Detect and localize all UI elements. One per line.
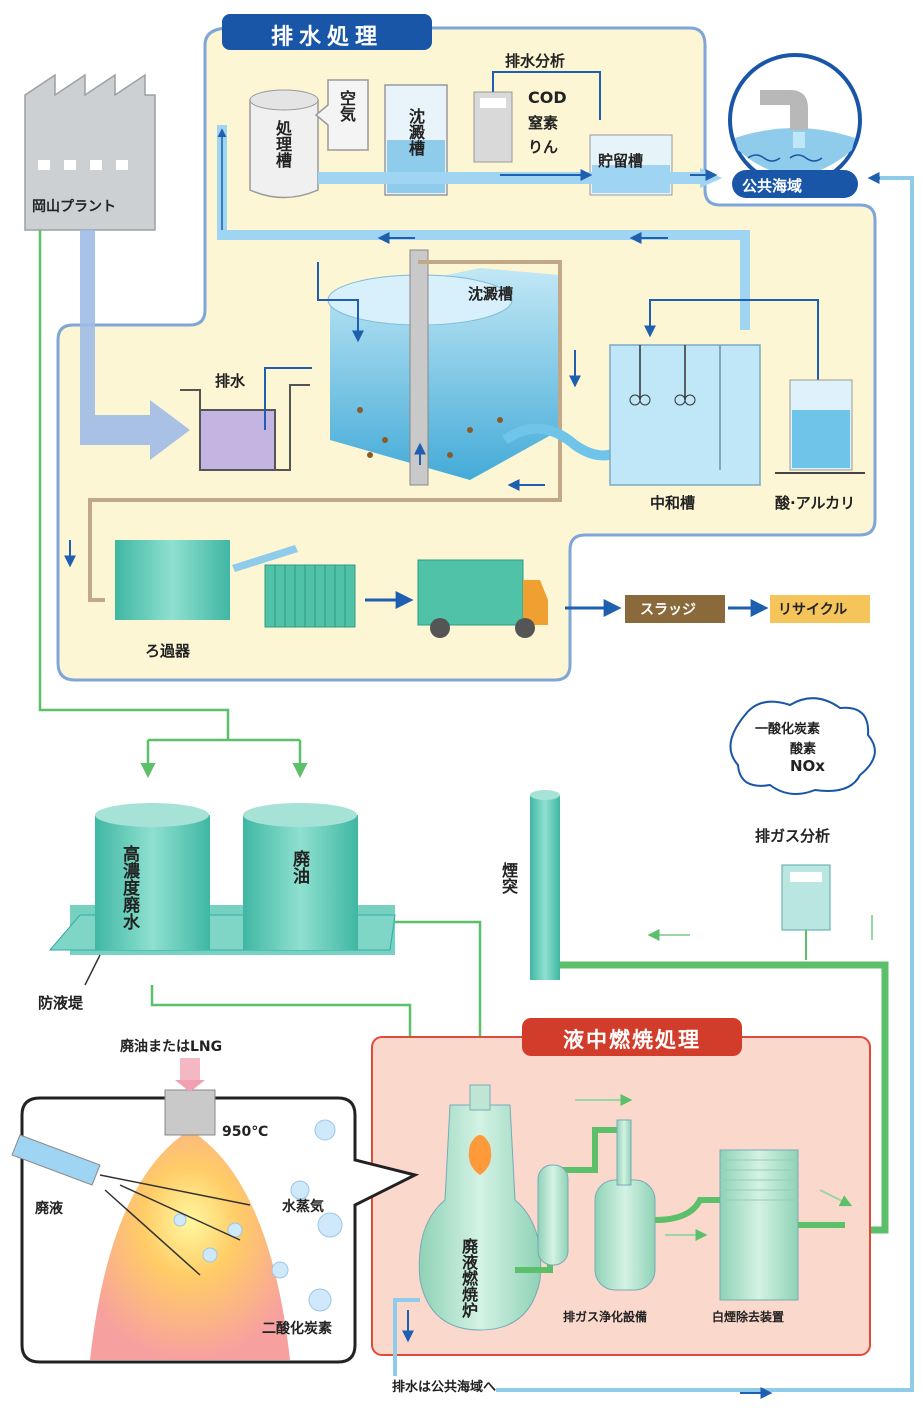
inlet-tank	[180, 384, 310, 471]
air-label: 空気	[337, 90, 356, 122]
nozzle	[11, 1134, 101, 1186]
chimney-label: 煙突	[499, 862, 518, 894]
vapor-bubbles	[173, 1119, 343, 1312]
factory-green-line	[38, 230, 230, 740]
incinerator-label: 廃液燃焼炉	[459, 1238, 478, 1318]
storage-tank-label: 貯留槽	[598, 152, 644, 170]
discharge-return-line	[393, 176, 914, 1392]
analysis-item-cod: COD	[528, 88, 567, 107]
settling-tank-label: 沈澱槽	[468, 285, 514, 303]
dike-label: 防液堤	[38, 994, 84, 1012]
burner	[164, 1089, 216, 1136]
co2-label: 二酸化炭素	[262, 1321, 332, 1337]
public-sea-illustration	[728, 53, 862, 187]
discharge-note-label: 排水は公共海域へ	[392, 1376, 497, 1395]
gas-purifier-label: 排ガス浄化設備	[563, 1310, 648, 1324]
okayama-plant-label: 岡山プラント	[32, 199, 116, 215]
white-smoke-remover-label: 白煙除去装置	[712, 1310, 785, 1324]
wastewater-banner-bg	[222, 14, 432, 50]
recycle-badge	[770, 595, 870, 623]
analysis-line	[492, 71, 601, 120]
public-sea-badge	[732, 170, 858, 198]
incinerator	[418, 1084, 542, 1331]
factory-icon	[24, 73, 156, 231]
air-callout	[314, 79, 369, 151]
filter-label: ろ過器	[145, 642, 191, 660]
truck-icon	[417, 559, 548, 638]
waste-liquid-label: 廃液	[35, 1201, 63, 1217]
acid-alkali-tank	[775, 379, 865, 474]
combustion-section-title: 液中燃焼処理	[563, 1028, 701, 1052]
sludge-label: スラッジ	[640, 602, 696, 618]
flue-gas-cloud	[729, 697, 876, 795]
filter-unit	[115, 540, 356, 628]
temperature-label: 950℃	[222, 1124, 269, 1140]
gas-purifier	[537, 1119, 656, 1291]
carbon-monoxide-label: 一酸化炭素	[755, 722, 821, 737]
chimney	[530, 790, 560, 980]
water-vapor-label: 水蒸気	[282, 1199, 324, 1215]
factory-flow-arrow	[80, 230, 190, 460]
combustion-banner-bg	[522, 1018, 742, 1056]
sludge-badge	[625, 595, 725, 623]
analysis-item-phosphorus: りん	[528, 138, 559, 156]
wastewater-label: 排水	[215, 372, 246, 390]
neutralization-tank	[609, 344, 761, 486]
acid-alkali-label: 酸·アルカリ	[775, 494, 856, 512]
large-settling-tank	[327, 249, 560, 486]
recycle-label: リサイクル	[778, 602, 848, 618]
small-settling-tank-label: 沈澱槽	[406, 108, 425, 156]
wastewater-analysis-label: 排水分析	[505, 52, 566, 70]
treatment-tank-label: 処理槽	[273, 120, 292, 168]
storage-tanks-dike	[48, 803, 396, 955]
oxygen-label: 酸素	[790, 742, 817, 757]
public-sea-label: 公共海域	[742, 177, 803, 195]
flue-gas-analysis-label: 排ガス分析	[755, 827, 831, 845]
flame	[90, 1130, 290, 1360]
sludge-line	[88, 260, 562, 602]
fuel-label: 廃油またはLNG	[120, 1039, 223, 1055]
waste-oil-label: 廃油	[289, 850, 309, 884]
white-smoke-remover	[719, 1149, 799, 1301]
wastewater-section-title: 排水処理	[270, 25, 383, 50]
wastewater-analyzer	[473, 91, 513, 163]
treatment-tank	[249, 89, 319, 199]
nox-label: NOx	[790, 757, 825, 775]
neutralization-tank-label: 中和槽	[650, 494, 696, 512]
high-conc-wastewater-label: 高濃度廃水	[119, 845, 139, 930]
analysis-item-nitrogen: 窒素	[528, 114, 559, 132]
